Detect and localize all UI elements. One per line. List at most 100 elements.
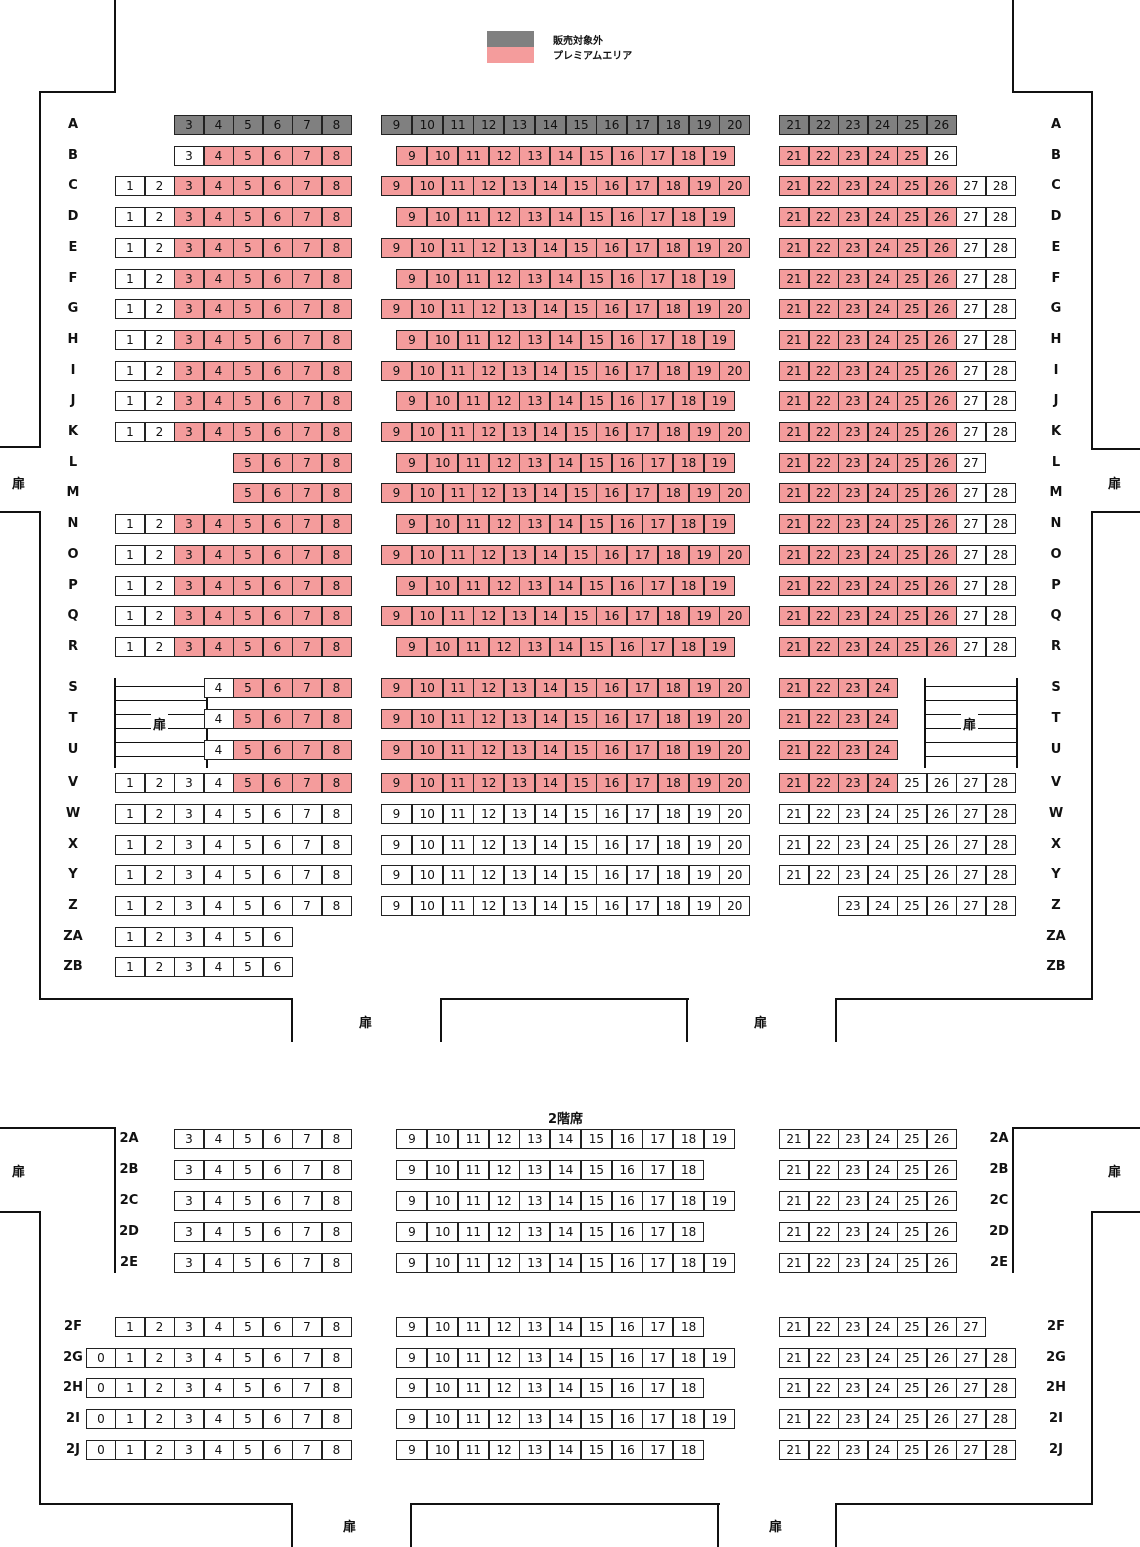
- seat-2I-18[interactable]: 18: [673, 1409, 705, 1429]
- seat-A-5[interactable]: 5: [233, 115, 263, 135]
- seat-O-27[interactable]: 27: [956, 544, 986, 565]
- seat-G-16[interactable]: 16: [596, 299, 628, 320]
- seat-K-26[interactable]: 26: [926, 422, 957, 442]
- seat-2I-10[interactable]: 10: [427, 1409, 459, 1429]
- seat-T-20[interactable]: 20: [719, 709, 751, 729]
- seat-J-1[interactable]: 1: [115, 391, 145, 412]
- seat-2B-10[interactable]: 10: [427, 1160, 459, 1180]
- seat-D-26[interactable]: 26: [926, 207, 957, 228]
- seat-2D-5[interactable]: 5: [233, 1222, 263, 1242]
- seat-V-20[interactable]: 20: [719, 773, 751, 793]
- seat-M-7[interactable]: 7: [292, 483, 322, 504]
- seat-B-22[interactable]: 22: [808, 145, 839, 166]
- seat-2H-9[interactable]: 9: [396, 1378, 428, 1398]
- seat-M-9[interactable]: 9: [381, 483, 412, 504]
- seat-A-23[interactable]: 23: [838, 115, 868, 135]
- seat-V-25[interactable]: 25: [897, 773, 927, 793]
- seat-2I-9[interactable]: 9: [396, 1409, 428, 1429]
- seat-X-1[interactable]: 1: [115, 835, 145, 855]
- seat-Z-25[interactable]: 25: [897, 896, 927, 916]
- seat-W-8[interactable]: 8: [321, 804, 352, 824]
- seat-R-15[interactable]: 15: [580, 636, 612, 657]
- seat-E-12[interactable]: 12: [473, 237, 505, 258]
- seat-V-3[interactable]: 3: [174, 773, 204, 793]
- seat-2D-17[interactable]: 17: [642, 1222, 674, 1242]
- seat-Y-14[interactable]: 14: [534, 865, 566, 885]
- seat-2F-10[interactable]: 10: [427, 1317, 459, 1337]
- seat-Z-19[interactable]: 19: [688, 896, 720, 916]
- seat-P-9[interactable]: 9: [396, 575, 428, 596]
- seat-S-21[interactable]: 21: [779, 678, 809, 698]
- seat-ZB-6[interactable]: 6: [262, 957, 293, 977]
- seat-ZA-3[interactable]: 3: [174, 927, 204, 947]
- seat-2F-9[interactable]: 9: [396, 1317, 428, 1337]
- seat-U-16[interactable]: 16: [596, 740, 628, 760]
- seat-2G-3[interactable]: 3: [174, 1348, 204, 1368]
- seat-Q-9[interactable]: 9: [381, 606, 412, 627]
- seat-M-17[interactable]: 17: [627, 483, 658, 504]
- seat-G-2[interactable]: 2: [144, 299, 175, 320]
- seat-Z-13[interactable]: 13: [504, 896, 535, 916]
- seat-D-22[interactable]: 22: [808, 207, 839, 228]
- seat-F-11[interactable]: 11: [457, 268, 489, 289]
- seat-Y-18[interactable]: 18: [657, 865, 689, 885]
- seat-R-16[interactable]: 16: [611, 636, 643, 657]
- seat-2F-23[interactable]: 23: [838, 1317, 868, 1337]
- seat-2J-7[interactable]: 7: [292, 1440, 322, 1460]
- seat-Y-6[interactable]: 6: [262, 865, 293, 885]
- seat-2E-8[interactable]: 8: [321, 1253, 352, 1273]
- seat-H-25[interactable]: 25: [897, 329, 927, 350]
- seat-N-27[interactable]: 27: [956, 514, 986, 535]
- seat-E-8[interactable]: 8: [321, 237, 352, 258]
- seat-F-4[interactable]: 4: [203, 268, 234, 289]
- seat-2C-22[interactable]: 22: [808, 1191, 839, 1211]
- seat-C-4[interactable]: 4: [203, 176, 234, 197]
- seat-C-6[interactable]: 6: [262, 176, 293, 197]
- seat-P-4[interactable]: 4: [203, 575, 234, 596]
- seat-2J-15[interactable]: 15: [580, 1440, 612, 1460]
- seat-I-12[interactable]: 12: [473, 360, 505, 381]
- seat-R-9[interactable]: 9: [396, 636, 428, 657]
- seat-C-25[interactable]: 25: [897, 176, 927, 197]
- seat-F-21[interactable]: 21: [779, 268, 809, 289]
- seat-2C-26[interactable]: 26: [926, 1191, 957, 1211]
- seat-G-25[interactable]: 25: [897, 299, 927, 320]
- seat-C-19[interactable]: 19: [688, 176, 720, 197]
- seat-H-9[interactable]: 9: [396, 329, 428, 350]
- seat-M-21[interactable]: 21: [779, 483, 809, 504]
- seat-A-18[interactable]: 18: [657, 115, 689, 135]
- seat-G-28[interactable]: 28: [985, 299, 1016, 320]
- seat-Y-15[interactable]: 15: [565, 865, 597, 885]
- seat-E-5[interactable]: 5: [233, 237, 263, 258]
- seat-2A-6[interactable]: 6: [262, 1129, 293, 1149]
- seat-S-11[interactable]: 11: [442, 678, 474, 698]
- seat-2A-7[interactable]: 7: [292, 1129, 322, 1149]
- seat-J-28[interactable]: 28: [985, 391, 1016, 412]
- seat-2H-13[interactable]: 13: [519, 1378, 551, 1398]
- seat-H-24[interactable]: 24: [867, 329, 898, 350]
- seat-S-22[interactable]: 22: [808, 678, 839, 698]
- seat-X-21[interactable]: 21: [779, 835, 809, 855]
- seat-A-14[interactable]: 14: [534, 115, 566, 135]
- seat-R-14[interactable]: 14: [550, 636, 582, 657]
- seat-N-14[interactable]: 14: [550, 514, 582, 535]
- seat-2E-18[interactable]: 18: [673, 1253, 705, 1273]
- seat-I-8[interactable]: 8: [321, 360, 352, 381]
- seat-Q-16[interactable]: 16: [596, 606, 628, 627]
- seat-B-6[interactable]: 6: [262, 145, 293, 166]
- seat-H-2[interactable]: 2: [144, 329, 175, 350]
- seat-2F-21[interactable]: 21: [779, 1317, 809, 1337]
- seat-Y-9[interactable]: 9: [381, 865, 412, 885]
- seat-2B-14[interactable]: 14: [550, 1160, 582, 1180]
- seat-2H-5[interactable]: 5: [233, 1378, 263, 1398]
- seat-A-7[interactable]: 7: [292, 115, 322, 135]
- seat-B-21[interactable]: 21: [779, 145, 809, 166]
- seat-2I-16[interactable]: 16: [611, 1409, 643, 1429]
- seat-2B-26[interactable]: 26: [926, 1160, 957, 1180]
- seat-U-19[interactable]: 19: [688, 740, 720, 760]
- seat-P-15[interactable]: 15: [580, 575, 612, 596]
- seat-S-18[interactable]: 18: [657, 678, 689, 698]
- seat-X-20[interactable]: 20: [719, 835, 751, 855]
- seat-C-28[interactable]: 28: [985, 176, 1016, 197]
- seat-Y-7[interactable]: 7: [292, 865, 322, 885]
